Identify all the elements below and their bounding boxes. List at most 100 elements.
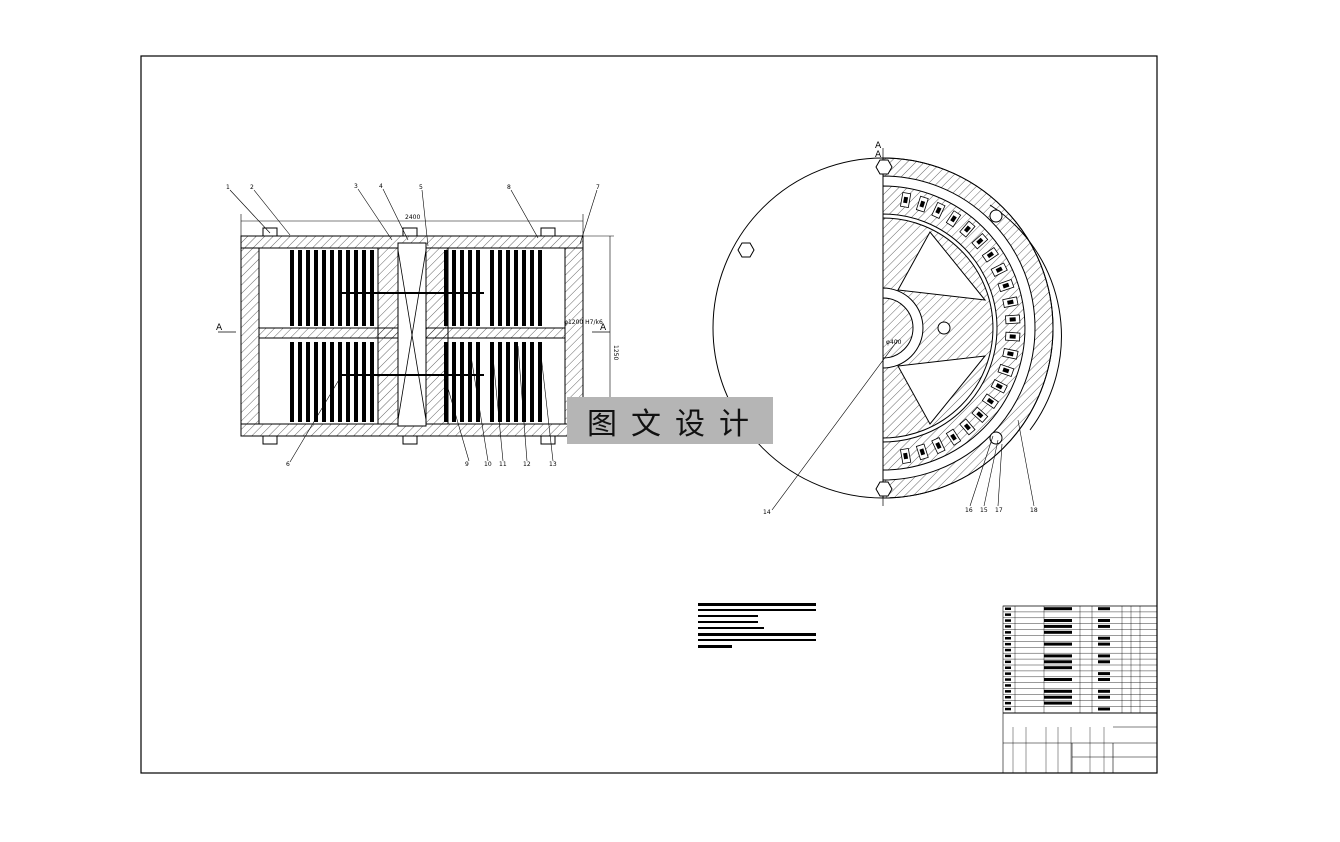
coil-slot-fill	[976, 411, 984, 419]
watermark: 图文设计	[567, 397, 773, 444]
coil-plate	[330, 250, 334, 326]
bom-cell	[1044, 701, 1072, 705]
callout-7: 7	[596, 184, 600, 191]
callout-3: 3	[354, 183, 358, 190]
bom-cell	[1098, 678, 1110, 681]
coil-slot-fill	[986, 251, 995, 259]
coil-plate	[522, 342, 526, 422]
callout-18: 18	[1030, 507, 1038, 514]
callout-13: 13	[549, 461, 557, 468]
bom-cell	[1098, 636, 1110, 640]
coil-slot-fill	[919, 200, 926, 208]
coil-plate	[354, 250, 358, 326]
callout-6: 6	[286, 461, 290, 468]
bom-cell	[1044, 624, 1072, 628]
bom-cell	[1044, 660, 1072, 664]
bom-index	[1005, 666, 1011, 669]
callout-14: 14	[763, 509, 771, 516]
bom-cell	[1044, 642, 1072, 646]
callout-12: 12	[523, 461, 531, 468]
bom-index	[1005, 660, 1011, 664]
coil-plate	[514, 342, 518, 422]
coil-plate	[346, 342, 350, 422]
bom-cell	[1098, 607, 1110, 611]
coil-plate	[298, 342, 302, 422]
coil-plate	[460, 250, 464, 326]
coil-plate	[460, 342, 464, 422]
coil-plate	[322, 342, 326, 422]
callout-2: 2	[250, 184, 254, 191]
callout-1: 1	[226, 184, 230, 191]
coil-plate	[530, 342, 534, 422]
drawing-frame	[140, 55, 1158, 774]
height-label: 1250	[612, 345, 619, 360]
coil-plate	[538, 342, 542, 422]
coil-plate	[468, 250, 472, 326]
coil-plate	[506, 250, 510, 326]
bom-cell	[1098, 624, 1110, 628]
coil-slot-fill	[1007, 351, 1014, 357]
bill-of-materials	[1003, 605, 1157, 773]
coil-slot-fill	[950, 215, 957, 223]
coil-plate	[370, 250, 374, 326]
bom-index	[1005, 707, 1011, 711]
callout-16: 16	[965, 507, 973, 514]
bom-cell	[1098, 642, 1110, 646]
bom-index	[1005, 701, 1011, 705]
coil-slot-fill	[976, 237, 984, 245]
coil-slot-fill	[995, 383, 1003, 390]
coil-plate	[330, 342, 334, 422]
bom-index	[1005, 678, 1011, 681]
callout-4: 4	[379, 183, 383, 190]
bom-index	[1005, 684, 1011, 687]
coil-plate	[314, 342, 318, 422]
coil-slot-fill	[995, 266, 1003, 273]
coil-slot-fill	[1002, 367, 1010, 374]
front-section-view	[218, 214, 614, 445]
bom-cell	[1098, 619, 1110, 622]
technical-notes	[698, 603, 816, 648]
bom-cell	[1098, 707, 1110, 711]
bom-cell	[1044, 607, 1072, 611]
coil-plate	[490, 342, 494, 422]
coil-plate	[444, 250, 448, 326]
bom-cell	[1098, 660, 1110, 664]
coil-plate	[298, 250, 302, 326]
side-center-label: φ400	[886, 339, 902, 346]
bom-index	[1005, 672, 1011, 675]
coil-slot-fill	[935, 442, 942, 450]
coil-plate	[498, 342, 502, 422]
coil-slot-fill	[986, 397, 995, 405]
coil-plate	[362, 342, 366, 422]
bom-cell	[1098, 695, 1110, 699]
coil-slot-fill	[950, 433, 957, 441]
bom-cell	[1044, 630, 1072, 634]
coil-plate	[514, 250, 518, 326]
side-view-coil-slots	[899, 191, 1021, 465]
coil-plate	[306, 250, 310, 326]
coil-plate	[338, 250, 342, 326]
coil-plate	[452, 250, 456, 326]
callout-17: 17	[995, 507, 1003, 514]
bom-index	[1005, 648, 1011, 652]
coil-slot-fill	[1007, 299, 1014, 305]
coil-slot-fill	[903, 196, 909, 204]
coil-slot-fill	[1002, 282, 1010, 289]
coil-plate	[476, 250, 480, 326]
callout-9: 9	[465, 461, 469, 468]
bom-cell	[1044, 695, 1072, 699]
bom-cell	[1044, 689, 1072, 693]
bom-cell	[1098, 672, 1110, 676]
section-mark-left: A	[216, 323, 223, 333]
bom-index	[1005, 654, 1011, 658]
coil-plate	[322, 250, 326, 326]
coil-plate	[476, 342, 480, 422]
coil-slot-fill	[963, 423, 971, 431]
coil-slot-fill	[1009, 317, 1016, 322]
coil-plate	[498, 250, 502, 326]
coil-plate	[362, 250, 366, 326]
coil-plate	[468, 342, 472, 422]
callout-11: 11	[499, 461, 507, 468]
coil-plate	[370, 342, 374, 422]
